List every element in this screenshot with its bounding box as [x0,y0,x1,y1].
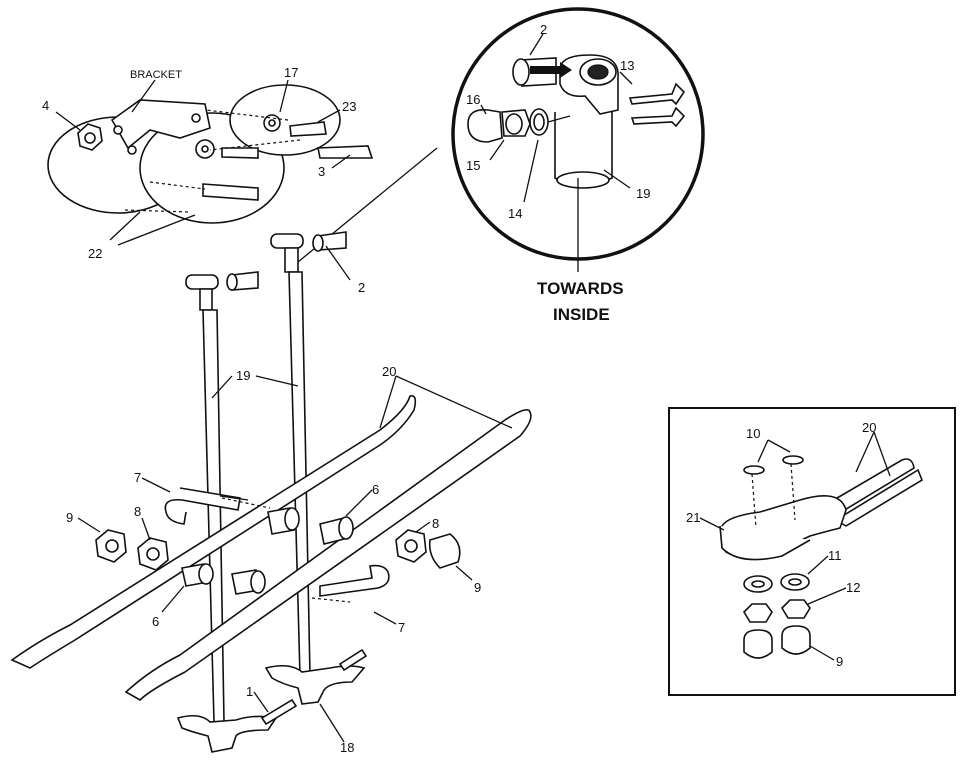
label-8-left: 8 [134,504,141,519]
bracket-assembly [47,79,374,246]
label-15: 15 [466,158,480,173]
inset-box [668,407,956,696]
label-7-right: 7 [398,620,405,635]
label-8-right: 8 [432,516,439,531]
main-assembly [10,231,532,753]
label-3: 3 [318,164,325,179]
label-7-left: 7 [134,470,141,485]
label-2-main: 2 [358,280,365,295]
label-13: 13 [620,58,634,73]
label-16: 16 [466,92,480,107]
label-14: 14 [508,206,522,221]
label-6-right: 6 [372,482,379,497]
label-inside: INSIDE [553,305,610,324]
label-9-inset: 9 [836,654,843,669]
label-9-right: 9 [474,580,481,595]
label-17: 17 [284,65,298,80]
label-11: 11 [828,548,842,563]
label-20-main: 20 [382,364,396,379]
label-20-inset: 20 [862,420,876,435]
label-21: 21 [686,510,700,525]
label-6-left: 6 [152,614,159,629]
label-4: 4 [42,98,49,113]
label-1: 1 [246,684,253,699]
detail-circle [297,7,705,272]
label-18: 18 [340,740,354,755]
label-12: 12 [846,580,860,595]
label-19-detail: 19 [636,186,650,201]
label-9-left: 9 [66,510,73,525]
callout-labels: BRACKET 4 17 23 3 22 2 13 16 15 14 19 TO… [42,22,876,755]
label-23: 23 [342,99,356,114]
label-19-main: 19 [236,368,250,383]
label-bracket: BRACKET [130,69,182,81]
label-10: 10 [746,426,760,441]
label-2-detail: 2 [540,22,547,37]
label-towards: TOWARDS [537,279,624,298]
label-22: 22 [88,246,102,261]
